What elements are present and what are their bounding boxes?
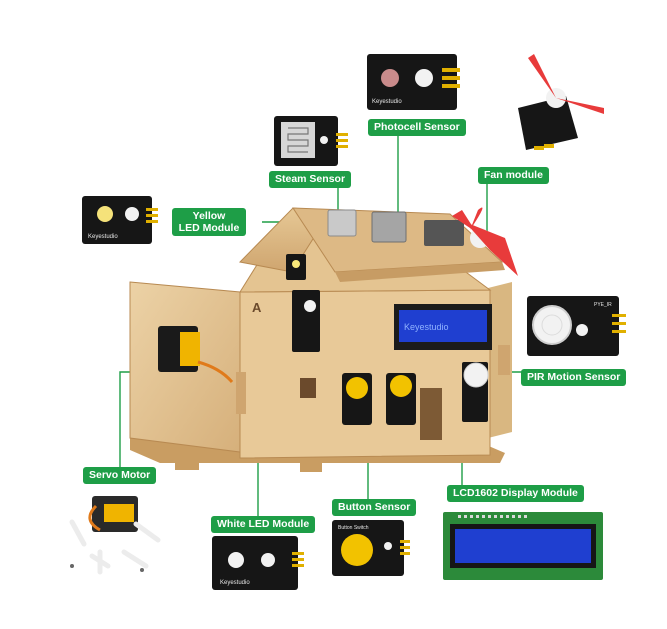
steam-module-image [274, 116, 348, 166]
yellow-led-module-image: Keyestudio [82, 196, 158, 244]
yellow-led-brand: Keyestudio [88, 234, 118, 240]
lcd-on-house: Keyestudio [394, 304, 492, 350]
label-yellow-led-line1: Yellow [192, 210, 226, 222]
photocell-module-image: Keyestudio [367, 54, 460, 110]
label-yellow-led-module: Yellow LED Module [172, 208, 246, 236]
white-led-on-house [292, 290, 320, 352]
pir-board-text: PYE_IR [594, 302, 612, 308]
label-steam-sensor: Steam Sensor [269, 171, 352, 188]
label-servo-motor: Servo Motor [83, 467, 157, 484]
label-white-led-module: White LED Module [211, 516, 316, 533]
white-led-module-image: Keyestudio [212, 536, 304, 590]
pir-module-image: PYE_IR [527, 296, 626, 356]
button-board-text: Button Switch [338, 525, 369, 531]
label-lcd1602-display-module: LCD1602 Display Module [447, 485, 584, 502]
photocell-brand: Keyestudio [372, 99, 402, 105]
pir-on-house [462, 362, 489, 422]
button-module-image: Button Switch [332, 520, 410, 576]
label-yellow-led-line2: LED Module [178, 222, 240, 234]
label-pir-motion-sensor: PIR Motion Sensor [521, 369, 627, 386]
label-photocell-sensor: Photocell Sensor [368, 119, 466, 136]
white-led-brand: Keyestudio [220, 580, 250, 586]
roof-sensors [327, 207, 518, 276]
servo-on-house [158, 326, 234, 383]
fan-module-image [518, 54, 604, 150]
lcd1602-module-image [443, 512, 603, 580]
servo-motor-image [69, 496, 161, 575]
house-marker: A [252, 300, 262, 315]
label-fan-module: Fan module [478, 167, 549, 184]
buttons-on-house [342, 373, 416, 425]
yellow-led-on-house [286, 254, 306, 280]
label-button-sensor: Button Sensor [332, 499, 417, 516]
lcd-screen-text: Keyestudio [404, 322, 449, 332]
